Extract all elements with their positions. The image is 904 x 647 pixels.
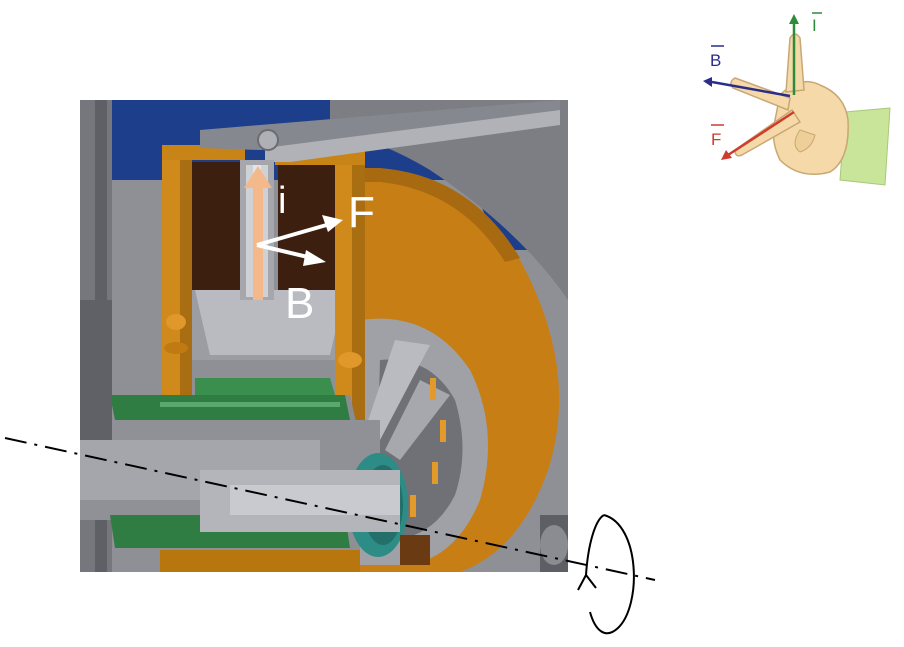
rotation-direction-arrow: [577, 514, 635, 635]
hand-palm: [772, 80, 849, 175]
hand-label-current: I: [812, 16, 817, 35]
hand-label-field: B: [710, 51, 721, 70]
current-label-i: i: [278, 180, 286, 222]
machine-cutaway: [80, 100, 568, 573]
green-board-top: [110, 395, 350, 420]
rotation-axis-line: [4, 437, 656, 581]
force-arrow-f: [256, 215, 343, 247]
force-label-f: F: [348, 188, 375, 237]
hand-rule-inset: [703, 14, 891, 186]
field-label-b: B: [285, 279, 314, 328]
left-magnet: [192, 162, 240, 290]
right-magnet: [278, 165, 335, 290]
current-arrow-i: [244, 166, 272, 300]
field-arrow-b: [256, 243, 326, 266]
hand-label-force: F: [711, 130, 721, 149]
